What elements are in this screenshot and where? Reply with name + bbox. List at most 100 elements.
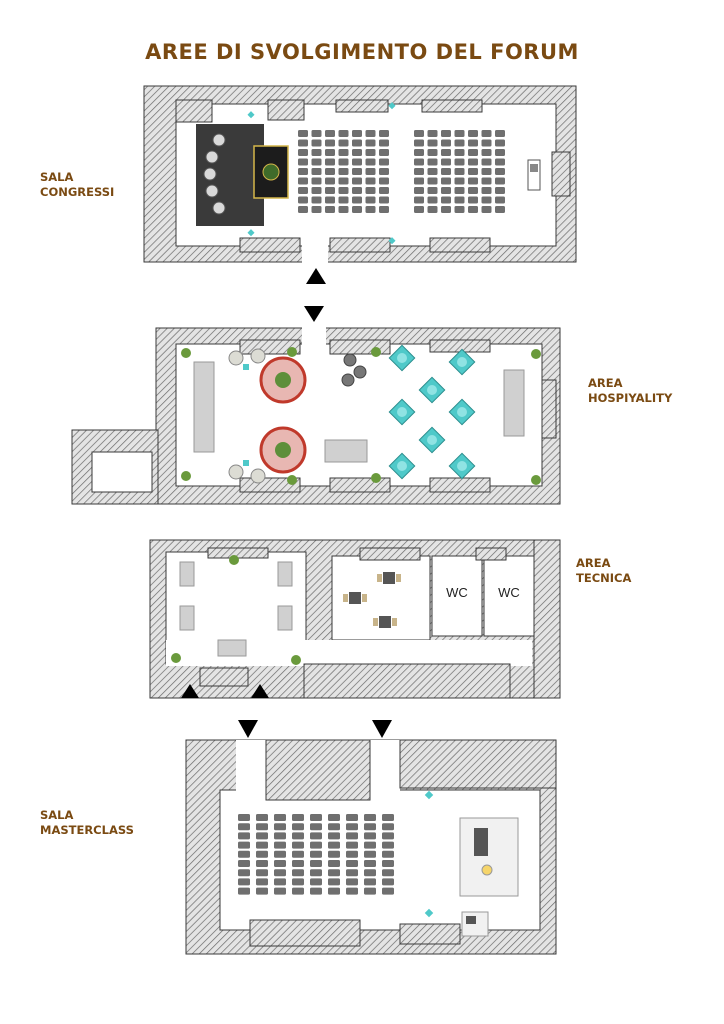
chair-icon [379,196,389,204]
chair-icon [250,468,266,484]
chair-icon [325,196,335,204]
wall-pier [267,99,305,121]
lectern-screen [530,164,538,172]
chair-icon [256,850,268,858]
wall-pier [329,237,391,253]
chair-icon [328,869,340,877]
armchair [205,150,219,164]
door-gap [302,326,326,346]
chair-icon [495,168,505,175]
chair-icon [352,177,362,185]
chair-icon [379,177,389,185]
chair-icon [427,196,438,204]
desk [217,639,247,657]
chair-icon [365,168,376,175]
lounge-chairs [228,348,266,484]
room-area-hospitality [71,326,561,505]
chair-icon [338,177,349,185]
chair-icon [298,158,308,166]
plant-icon [181,471,191,481]
chair-icon [382,832,394,840]
chair-icon [292,887,304,895]
plant-icon [371,347,381,357]
chair-icon [325,168,335,175]
chair-icon [377,574,382,582]
table-top-icon [397,407,407,417]
table-top-icon [397,353,407,363]
chair-icon [256,814,268,821]
stage-armchairs [203,133,226,215]
chair-icon [310,832,322,840]
chair-icon [298,177,308,185]
chair-icon [495,187,505,194]
chair-icon [346,814,358,821]
wall-pier [399,923,461,945]
chair-icon [382,841,394,849]
wall-pier [199,667,249,687]
chair-icon [310,878,322,886]
chair-icon [256,869,268,877]
armchair [212,133,226,147]
chair-icon [325,149,335,156]
chair-icon [441,177,451,185]
label-line: TECNICA [576,571,632,585]
chair-icon [454,149,465,156]
chair-icon [414,187,424,194]
chair-icon [311,168,322,175]
chair-icon [352,196,362,204]
chair-icon [346,841,358,849]
chair-icon [481,158,492,166]
chair-icon [352,139,362,147]
flow-arrow-up-icon [251,684,269,698]
chair-icon [311,196,322,204]
entry-corridor [370,740,400,792]
desk [277,561,293,587]
chair-icon [382,887,394,895]
plant-icon [229,555,239,565]
chair-icon [250,348,266,364]
chair-icon [427,206,438,213]
wall-pier [429,477,491,493]
stool-icon [343,353,357,367]
chair-icon [238,869,250,877]
chair-icon [414,177,424,185]
chair-icon [274,887,286,895]
chair-icon [468,177,478,185]
chair-icon [396,574,401,582]
flow-arrow-down-icon [304,306,324,322]
plant-icon [291,655,301,665]
light-icon [247,111,255,119]
chair-icon [468,196,478,204]
label-line: MASTERCLASS [40,823,134,837]
chair-icon [373,618,378,626]
chair-icon [325,158,335,166]
chair-icon [414,149,424,156]
chair-icon [310,869,322,877]
chair-icon [468,206,478,213]
armchair [205,184,219,198]
flow-arrow-down-icon [372,720,392,738]
chair-icon [310,860,322,867]
chair-icon [495,177,505,185]
chair-icon [495,196,505,204]
flow-arrow-up-icon [181,684,199,698]
chair-icon [364,823,376,831]
light-icon [388,102,396,110]
chair-icon [311,149,322,156]
chair-icon [274,814,286,821]
wall-pier [359,547,421,561]
chair-icon [346,869,358,877]
chair-icon [414,206,424,213]
chair-icon [414,158,424,166]
wall-pier [329,339,391,355]
meeting-tables [343,572,401,628]
chair-icon [468,158,478,166]
wall-pier [249,919,361,947]
table-top-icon [397,461,407,471]
chair-icon [256,887,268,895]
chair-icon [364,878,376,886]
chair-icon [256,832,268,840]
room-sala-congressi [143,85,577,264]
chair-icon [441,149,451,156]
